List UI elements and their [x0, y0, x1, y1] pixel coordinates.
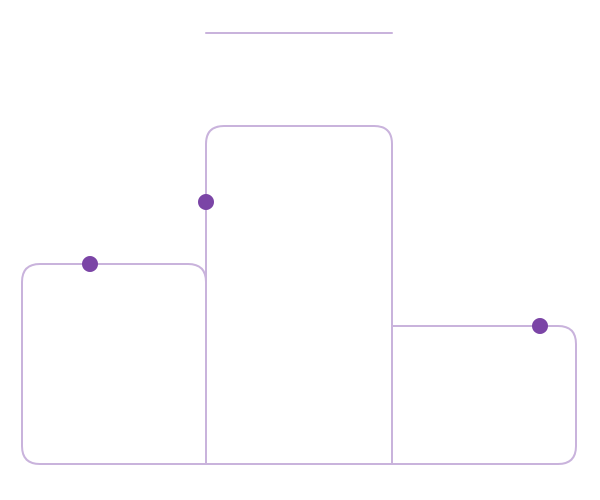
marker-left	[82, 256, 98, 272]
box-left	[21, 263, 207, 465]
marker-center	[198, 194, 214, 210]
box-center	[205, 125, 393, 465]
box-right	[391, 325, 577, 465]
marker-right	[532, 318, 548, 334]
